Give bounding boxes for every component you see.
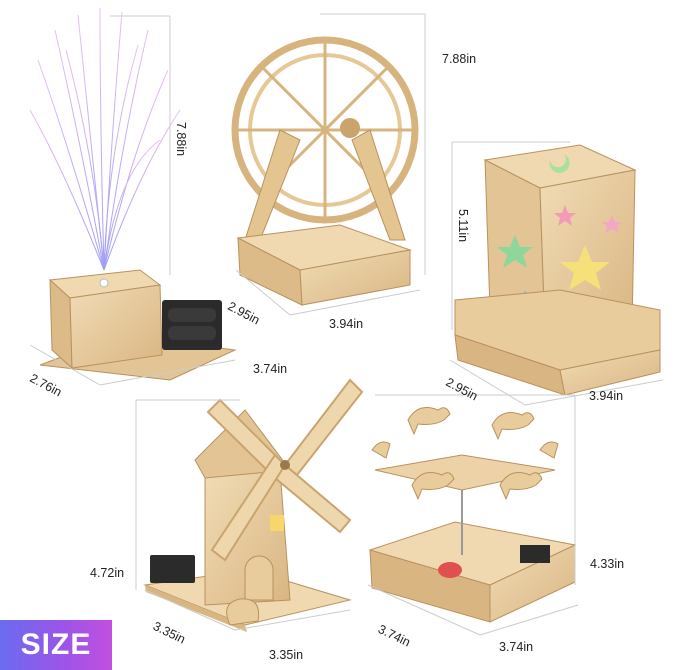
windmill [143, 378, 364, 632]
fiber-lamp [29, 7, 237, 381]
windmill-width-label: 3.35in [269, 648, 304, 662]
size-badge-label: SIZE [20, 628, 92, 661]
ferris-wheel [231, 36, 419, 306]
windmill-blades [206, 378, 364, 562]
fiber-optic-strands [29, 7, 181, 271]
carousel-horses [371, 407, 559, 501]
carousel-width-label: 3.74in [499, 640, 534, 654]
star-lamp [454, 144, 661, 396]
fiber-lamp-width-label: 3.74in [253, 362, 288, 376]
carousel [368, 407, 577, 623]
carousel-height-label: 4.33in [590, 557, 625, 571]
star-lamp-height-label: 5.11in [456, 209, 470, 243]
ferris-wheel-width-label: 3.94in [329, 317, 364, 331]
size-badge: SIZE [0, 620, 112, 670]
ferris-wheel-height-label: 7.88in [442, 52, 477, 66]
dimension-lines [29, 13, 664, 636]
star-lamp-width-label: 3.94in [589, 389, 624, 403]
fiber-lamp-height-label: 7.88in [174, 122, 188, 157]
windmill-height-label: 4.72in [90, 566, 125, 580]
